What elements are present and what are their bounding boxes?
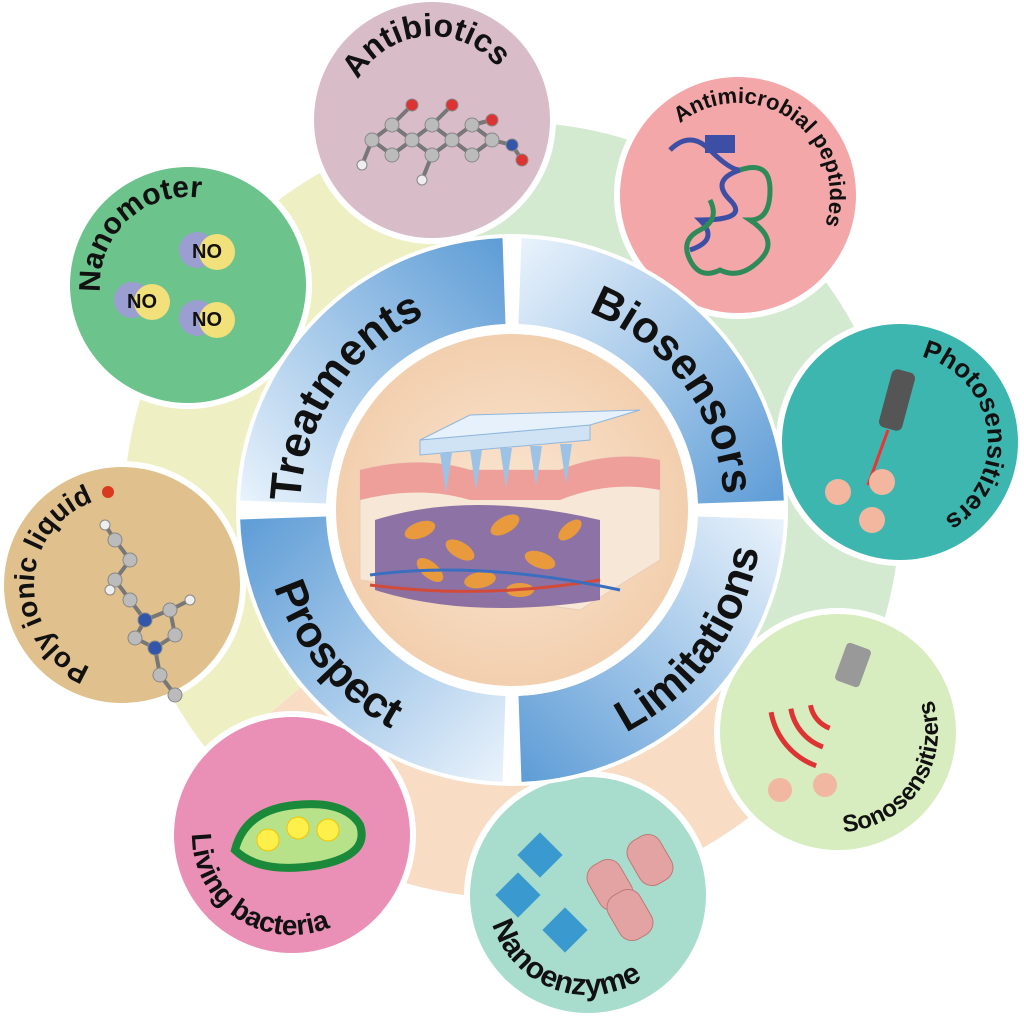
laser-pointer-icon [825, 369, 916, 533]
satellite-photosensitizers[interactable]: Photosensitizers [776, 318, 1024, 566]
nanoparticle-icon [869, 469, 895, 495]
nanoparticle-icon [813, 773, 837, 797]
nanoparticle-icon [768, 778, 792, 802]
no-molecule-icon: NO [179, 232, 235, 270]
no-label: NO [127, 291, 157, 313]
no-molecule-icon: NO [179, 300, 235, 338]
satellite-poly-ionic-liquid[interactable]: Poly ionic liquid [0, 461, 246, 709]
no-label: NO [192, 309, 222, 331]
satellite-circle [4, 467, 240, 703]
quadrant-treatments[interactable] [240, 238, 506, 504]
satellite-antimicrobial-peptides[interactable]: Antimicrobial peptides [614, 71, 862, 319]
tetracycline-molecule-icon [356, 98, 529, 186]
nanozyme-crystals-icon [495, 832, 674, 953]
nanoparticle-icon [825, 479, 851, 505]
satellite-antibiotics[interactable]: Antibiotics [308, 0, 556, 244]
no-label: NO [192, 241, 222, 263]
ionic-liquid-molecule-icon [99, 519, 196, 703]
quadrant-limitations[interactable] [518, 516, 784, 782]
nanoparticle-icon [859, 507, 885, 533]
ultrasound-probe-icon [768, 642, 871, 802]
satellite-living-bacteria[interactable]: Living bacteria [168, 711, 416, 959]
satellite-circle [620, 77, 856, 313]
quadrant-prospect[interactable] [240, 516, 506, 782]
quadrant-biosensors[interactable] [518, 238, 784, 504]
satellite-circle [70, 167, 306, 403]
protein-structure-icon [668, 135, 773, 276]
satellite-nanoenzyme[interactable]: Nanoenzyme [464, 771, 712, 1019]
bacterium-icon [230, 800, 366, 872]
satellite-sonosensitizers[interactable]: Sonosensitizers [714, 608, 962, 856]
dot-icon [102, 486, 114, 498]
skin-wound-illustration [359, 409, 661, 611]
no-molecule-icon: NO [114, 282, 170, 320]
